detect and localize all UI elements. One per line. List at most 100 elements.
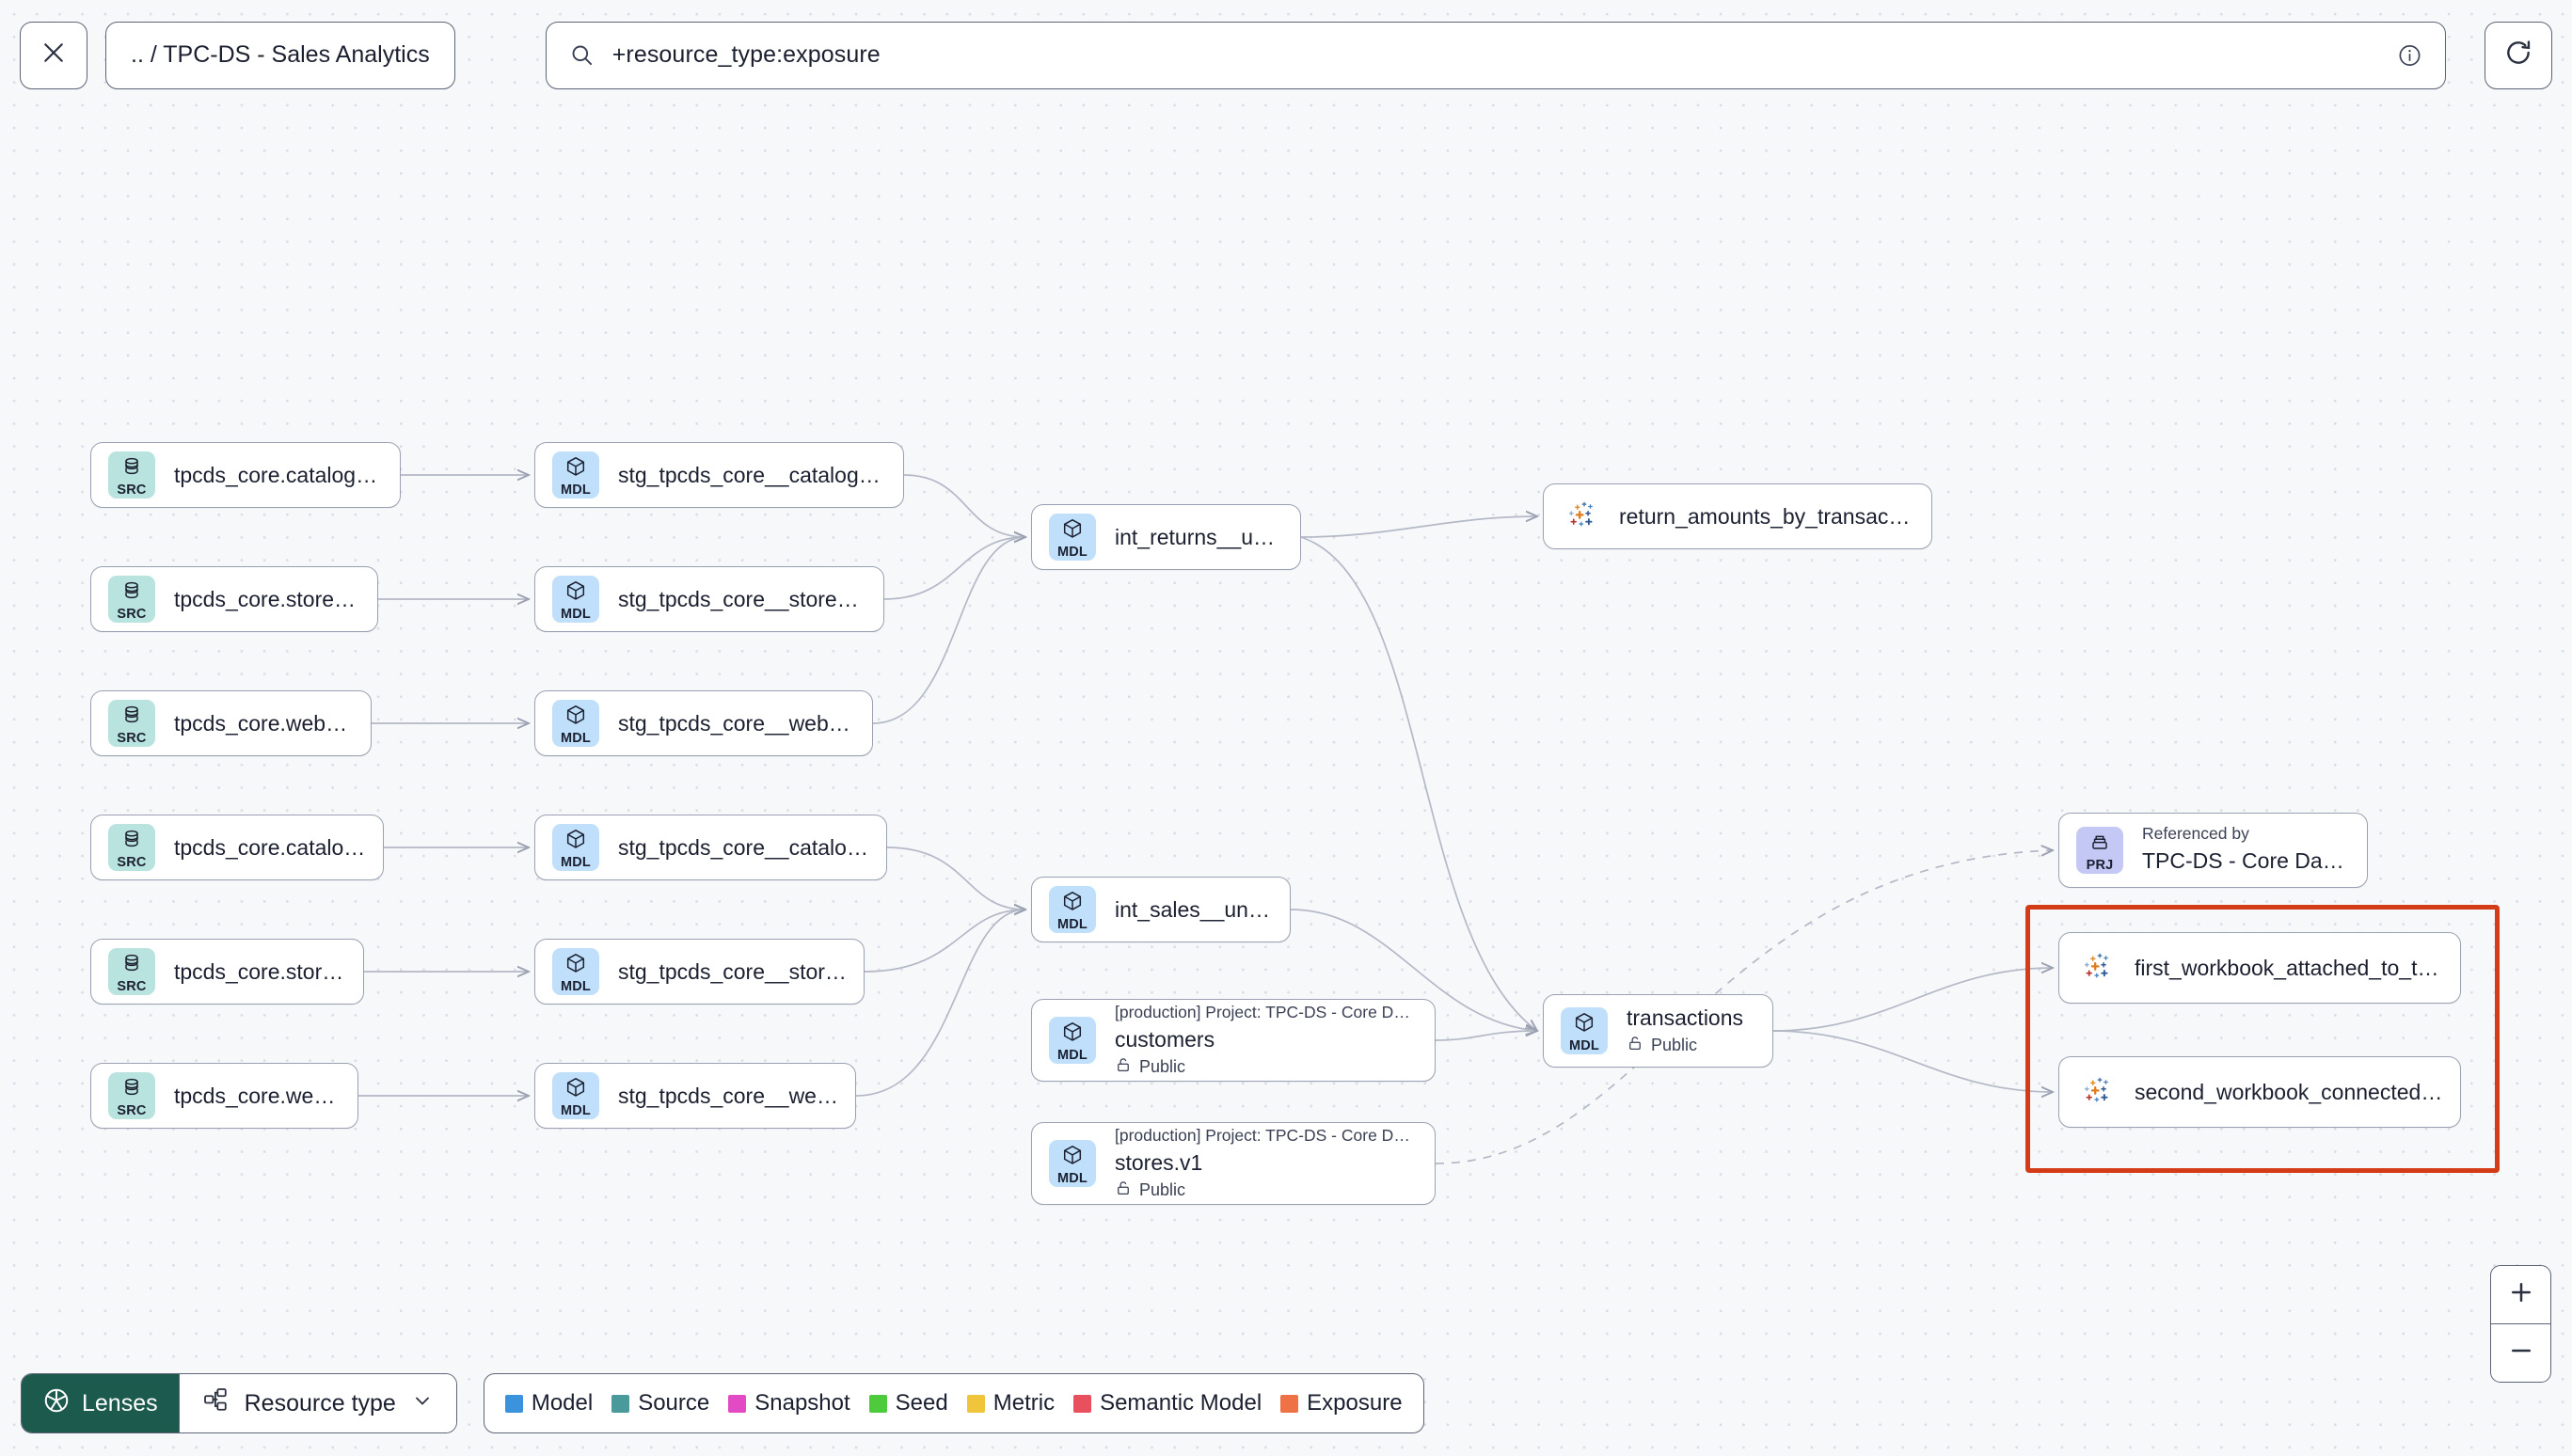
model-icon xyxy=(1573,1011,1596,1037)
graph-node-return_amounts[interactable]: return_amounts_by_transaction_type xyxy=(1543,483,1932,549)
graph-node-src_web_returns[interactable]: SRC tpcds_core.web_returns xyxy=(90,690,372,756)
badge-text: MDL xyxy=(1568,1037,1599,1053)
legend-label: Metric xyxy=(992,1390,1056,1416)
legend-label: Seed xyxy=(895,1390,948,1416)
source-icon xyxy=(120,579,143,606)
graph-edges xyxy=(358,110,2572,1164)
node-label: stg_tpcds_core__store_sales xyxy=(618,958,847,984)
node-access-label: Public xyxy=(1139,1180,1186,1199)
graph-node-first_workbook[interactable]: first_workbook_attached_to_tpc-ds_-_… xyxy=(2058,932,2461,1004)
project-badge: PRJ xyxy=(2076,827,2123,874)
graph-node-customers[interactable]: MDL [production] Project: TPC-DS - Core D… xyxy=(1031,999,1436,1082)
legend-item-metric[interactable]: Metric xyxy=(966,1390,1056,1416)
badge-text: MDL xyxy=(1056,1047,1088,1063)
node-subtitle: [production] Project: TPC-DS - Core Data… xyxy=(1115,1003,1418,1021)
node-access-label: Public xyxy=(1139,1057,1186,1076)
node-label: tpcds_core.catalog_returns xyxy=(174,462,383,487)
graph-node-stg_store_sales[interactable]: MDL stg_tpcds_core__store_sales xyxy=(534,939,865,1005)
close-icon xyxy=(40,39,68,71)
node-label: tpcds_core.store_returns xyxy=(174,586,360,611)
source-badge: SRC xyxy=(108,948,155,995)
node-label: TPC-DS - Core Data Models xyxy=(2142,847,2350,873)
source-badge: SRC xyxy=(108,1072,155,1119)
node-access: Public xyxy=(1115,1056,1418,1078)
lock-icon xyxy=(1627,1035,1643,1056)
search-query-text: +resource_type:exposure xyxy=(611,41,881,68)
graph-node-second_workbook[interactable]: second_workbook_connected_to_live… xyxy=(2058,1056,2461,1128)
node-text-stack: [production] Project: TPC-DS - Core Data… xyxy=(1115,1003,1418,1078)
node-label: stg_tpcds_core__store_returns xyxy=(618,586,866,611)
graph-node-src_store_sales[interactable]: SRC tpcds_core.store_sales xyxy=(90,939,364,1005)
model-icon xyxy=(1061,1144,1084,1170)
node-label: stores.v1 xyxy=(1115,1150,1203,1175)
aperture-icon xyxy=(42,1386,71,1421)
resource-type-dropdown[interactable]: Resource type xyxy=(178,1374,456,1432)
breadcrumb[interactable]: .. / TPC-DS - Sales Analytics xyxy=(105,21,455,89)
model-badge: MDL xyxy=(552,700,599,747)
source-badge: SRC xyxy=(108,824,155,871)
legend-swatch xyxy=(504,1394,523,1413)
badge-text: SRC xyxy=(117,606,147,622)
chevron-down-icon xyxy=(411,1389,434,1418)
legend-item-model[interactable]: Model xyxy=(504,1390,594,1416)
source-badge: SRC xyxy=(108,700,155,747)
graph-node-stores_v1[interactable]: MDL[production] Project: TPC-DS - Core D… xyxy=(1031,1122,1436,1205)
badge-text: SRC xyxy=(117,978,147,994)
graph-node-stg_catalog_sales[interactable]: MDL stg_tpcds_core__catalog_sales xyxy=(534,815,887,880)
badge-text: SRC xyxy=(117,854,147,870)
legend-item-source[interactable]: Source xyxy=(611,1390,709,1416)
top-toolbar: .. / TPC-DS - Sales Analytics +resource_… xyxy=(0,0,2572,110)
model-icon xyxy=(564,579,587,606)
legend-item-snapshot[interactable]: Snapshot xyxy=(728,1390,850,1416)
graph-canvas[interactable]: SRCtpcds_core.catalog_returnsSRCtpcds_co… xyxy=(0,110,2572,1456)
model-icon xyxy=(1061,517,1084,544)
node-subtitle: Referenced by xyxy=(2142,823,2249,843)
source-badge: SRC xyxy=(108,451,155,499)
graph-node-referenced_by_project[interactable]: PRJ Referenced by TPC-DS - Core Data Model… xyxy=(2058,813,2368,888)
zoom-out-button[interactable] xyxy=(2491,1324,2550,1382)
model-badge: MDL xyxy=(552,824,599,871)
zoom-in-button[interactable] xyxy=(2491,1266,2550,1324)
source-icon xyxy=(120,828,143,854)
graph-node-src_catalog_returns[interactable]: SRC tpcds_core.catalog_returns xyxy=(90,442,401,508)
source-icon xyxy=(120,455,143,482)
resource-type-legend: Model Source Snapshot Seed Metric Semantic Mo… xyxy=(483,1373,1424,1433)
model-icon xyxy=(1061,1021,1084,1047)
node-label: stg_tpcds_core__catalog_sales xyxy=(618,834,869,860)
node-label: customers xyxy=(1115,1027,1215,1052)
nodes-icon xyxy=(202,1386,230,1420)
lock-icon xyxy=(1115,1179,1132,1201)
lenses-button[interactable]: Lenses xyxy=(22,1374,179,1432)
legend-item-semantic-model[interactable]: Semantic Model xyxy=(1073,1390,1262,1416)
legend-item-exposure[interactable]: Exposure xyxy=(1280,1390,1403,1416)
legend-label: Model xyxy=(531,1390,594,1416)
model-icon xyxy=(564,1076,587,1102)
node-subtitle: [production] Project: TPC-DS - Core Data… xyxy=(1115,1126,1418,1145)
refresh-button[interactable] xyxy=(2485,21,2552,89)
source-icon xyxy=(120,952,143,978)
legend-item-seed[interactable]: Seed xyxy=(868,1390,948,1416)
node-access: Public xyxy=(1115,1179,1418,1201)
minus-icon xyxy=(2507,1337,2535,1369)
close-button[interactable] xyxy=(20,21,87,89)
graph-node-int_sales_unioned[interactable]: MDL int_sales__unioned xyxy=(1031,877,1291,942)
node-label: tpcds_core.store_sales xyxy=(174,958,346,984)
search-input[interactable]: +resource_type:exposure xyxy=(545,21,2446,89)
node-label: stg_tpcds_core__web_sales xyxy=(618,1083,838,1108)
model-badge: MDL xyxy=(1049,886,1096,933)
node-label: tpcds_core.web_returns xyxy=(174,710,354,736)
graph-node-src_store_returns[interactable]: SRC tpcds_core.store_returns xyxy=(90,566,378,632)
model-badge: MDL xyxy=(1561,1007,1608,1054)
badge-text: MDL xyxy=(560,978,591,994)
legend-swatch xyxy=(868,1394,887,1413)
node-label: int_sales__unioned xyxy=(1115,896,1273,922)
info-icon[interactable] xyxy=(2397,42,2422,68)
